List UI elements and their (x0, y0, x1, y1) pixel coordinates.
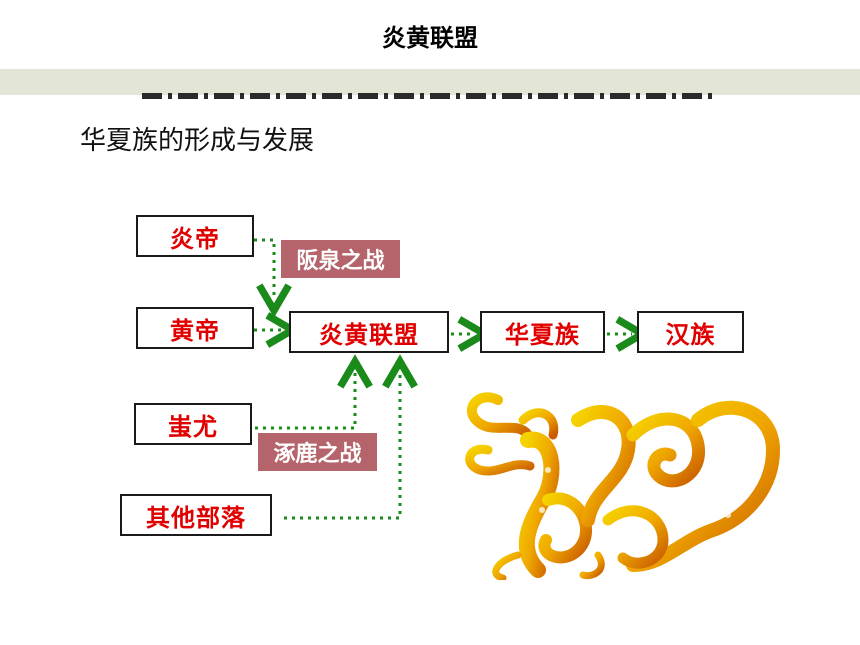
node-chiyou: 蚩尤 (134, 403, 252, 445)
connector-yandi (254, 238, 292, 318)
node-huangdi: 黄帝 (136, 307, 254, 349)
header-band (0, 69, 860, 95)
node-yandi: 炎帝 (136, 215, 254, 257)
node-other-tribes: 其他部落 (120, 494, 272, 536)
battle-banquan: 阪泉之战 (281, 240, 400, 278)
connector-chiyou (255, 354, 373, 430)
node-huaxia: 华夏族 (480, 311, 605, 353)
dragon-icon (465, 392, 781, 580)
battle-zhuolu: 涿鹿之战 (258, 433, 377, 471)
dashed-divider (142, 93, 714, 99)
node-alliance: 炎黄联盟 (289, 311, 449, 353)
page-title: 炎黄联盟 (382, 24, 478, 52)
node-han: 汉族 (637, 311, 744, 353)
section-subtitle: 华夏族的形成与发展 (80, 126, 315, 156)
